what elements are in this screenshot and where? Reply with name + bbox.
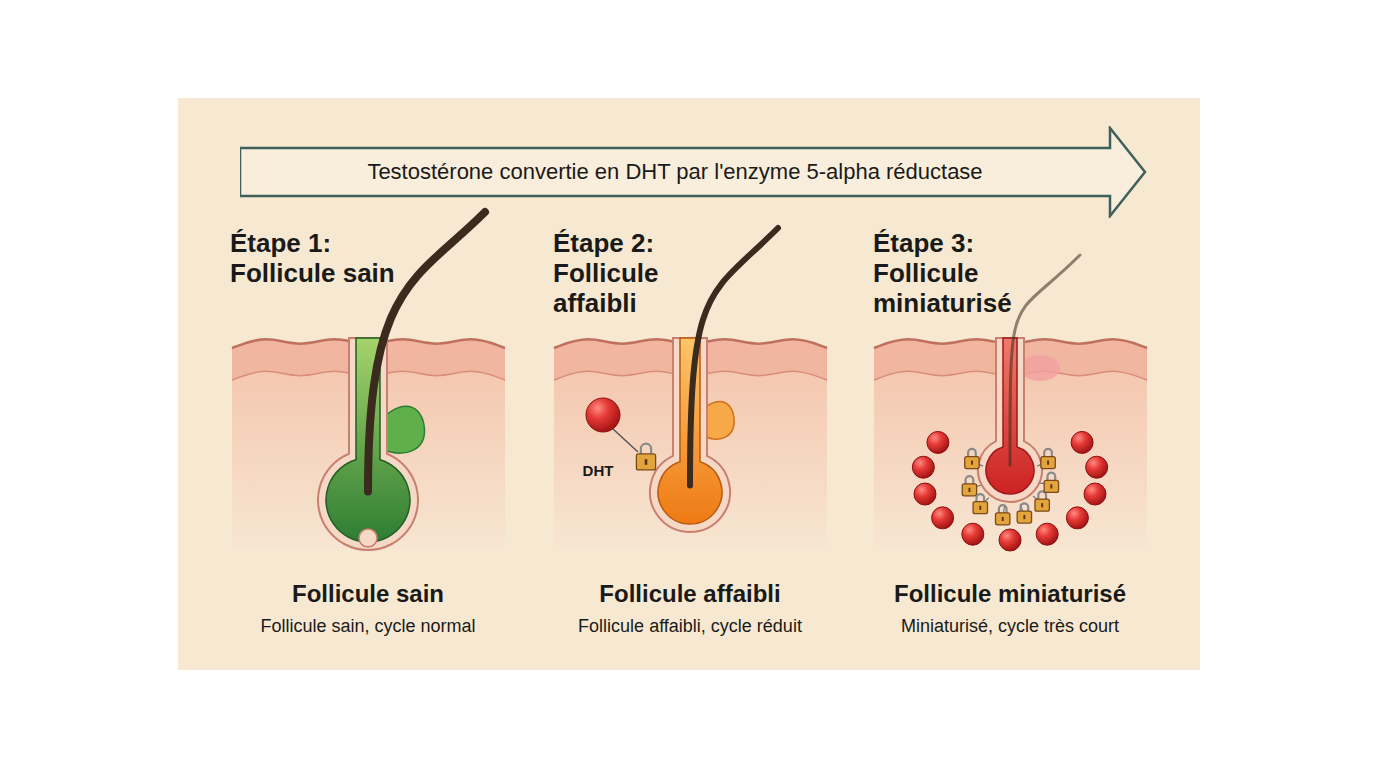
- stage-heading: Étape 2: Follicule affaibli: [553, 228, 718, 318]
- process-arrow: Testostérone convertie en DHT par l'enzy…: [240, 126, 1147, 218]
- dht-molecule: [1066, 507, 1088, 529]
- stage-caption: Follicule affaibli: [530, 580, 850, 609]
- arrow-label: Testostérone convertie en DHT par l'enzy…: [240, 148, 1110, 196]
- hair-shaft: [690, 228, 778, 486]
- receptor-lock: [996, 505, 1010, 525]
- stage-description: Miniaturisé, cycle très court: [850, 616, 1170, 638]
- dht-molecule: [1071, 431, 1093, 453]
- hair-shaft: [1010, 255, 1080, 465]
- dht-molecule: [962, 523, 984, 545]
- stage-panel: Étape 3: Follicule miniaturiséFollicule …: [850, 228, 1170, 648]
- receptor-lock: [965, 449, 979, 469]
- receptor-lock: [973, 494, 987, 514]
- dht-molecule: [912, 456, 934, 478]
- receptor-lock: [962, 476, 976, 496]
- sebaceous-gland: [1020, 355, 1060, 381]
- receptor-lock: [1035, 491, 1049, 511]
- dht-molecule: [927, 431, 949, 453]
- binding-line: [612, 428, 638, 452]
- background-panel: [178, 98, 1200, 670]
- receptor-lock: [1044, 473, 1058, 493]
- dht-molecule: [1086, 456, 1108, 478]
- dht-molecule: [914, 483, 936, 505]
- dht-molecule: [586, 398, 620, 432]
- dht-molecule: [932, 507, 954, 529]
- receptor-lock: [636, 444, 655, 470]
- stage-panel: Étape 2: Follicule affaibliFollicule aff…: [530, 228, 850, 648]
- stage-heading: Étape 3: Follicule miniaturisé: [873, 228, 1038, 318]
- receptor-lock: [1017, 503, 1031, 523]
- stage-panel: Étape 1: Follicule sainFollicule sainFol…: [208, 228, 528, 648]
- stage-caption: Follicule miniaturisé: [850, 580, 1170, 609]
- stage-caption: Follicule sain: [208, 580, 528, 609]
- arrow-outline: [240, 128, 1145, 216]
- stage-heading: Étape 1: Follicule sain: [230, 228, 395, 288]
- dht-molecule: [999, 529, 1021, 551]
- molecule-label: DHT: [583, 462, 614, 479]
- dht-molecule: [1036, 523, 1058, 545]
- hair-shaft: [368, 212, 485, 492]
- stage-description: Follicule affaibli, cycle réduit: [530, 616, 850, 638]
- stage-description: Follicule sain, cycle normal: [208, 616, 528, 638]
- receptor-lock: [1041, 449, 1055, 469]
- dht-molecule: [1084, 483, 1106, 505]
- dermal-papilla: [359, 529, 377, 547]
